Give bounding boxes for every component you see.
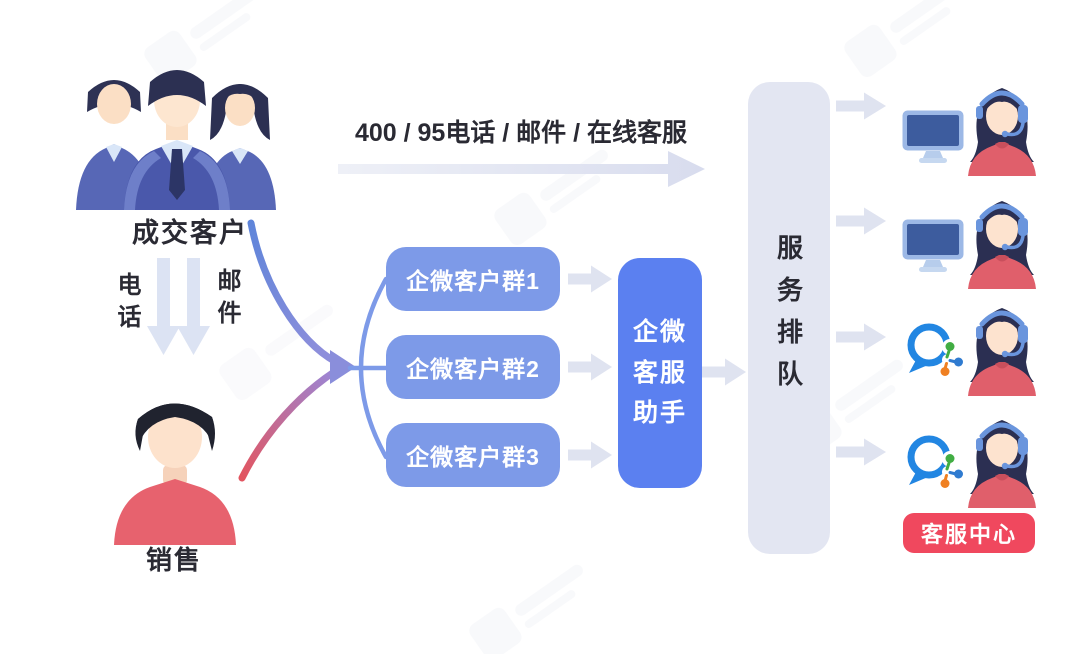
queue-arrow-4 xyxy=(836,438,886,466)
group3-arrow xyxy=(568,441,612,469)
group-box-1-label: 企微客户群1 xyxy=(406,268,540,294)
merge-curve-red xyxy=(238,368,338,482)
merge-curve-blue xyxy=(247,219,340,366)
agent-avatar xyxy=(968,308,1036,396)
group-box-1: 企微客户群1 xyxy=(386,247,560,311)
agent-avatar xyxy=(968,420,1036,508)
service-center-badge-label: 客服中心 xyxy=(920,522,1017,547)
agent-row-3 xyxy=(900,294,1045,396)
watermark xyxy=(844,0,958,78)
sales-person-illustration xyxy=(114,403,236,545)
queue-arrow-2 xyxy=(836,207,886,235)
channel-arrow xyxy=(338,151,705,187)
monitor-icon xyxy=(902,110,964,163)
queue-arrow-1 xyxy=(836,92,886,120)
group-box-3: 企微客户群3 xyxy=(386,423,560,487)
watermark xyxy=(494,149,608,246)
watermark xyxy=(144,0,258,84)
wecom-icon xyxy=(907,323,967,378)
phone-label: 电话 xyxy=(113,272,140,336)
watermark xyxy=(469,564,583,654)
queue-label: 服务排队 xyxy=(773,234,804,402)
agent-avatar xyxy=(968,88,1036,176)
agent-avatar xyxy=(968,201,1036,289)
agent-row-4 xyxy=(900,406,1045,508)
assistant-box: 企微 客服 助手 xyxy=(618,258,702,488)
queue-box: 服务排队 xyxy=(748,82,830,554)
agent-row-2 xyxy=(900,187,1045,289)
wecom-icon xyxy=(907,435,967,490)
customers-label: 成交客户 xyxy=(132,218,248,248)
queue-arrow-3 xyxy=(836,323,886,351)
business-people-group-illustration xyxy=(76,70,276,210)
merge-arrowhead xyxy=(330,350,356,384)
agent-row-1 xyxy=(900,74,1045,176)
mail-arrow xyxy=(177,258,210,355)
group1-arrow xyxy=(568,265,612,293)
mail-label: 邮件 xyxy=(213,268,240,332)
assistant-label: 企微 客服 助手 xyxy=(632,318,687,428)
monitor-icon xyxy=(902,219,964,272)
assistant-to-queue-arrow xyxy=(702,358,746,386)
phone-arrow xyxy=(147,258,180,355)
group-box-2: 企微客户群2 xyxy=(386,335,560,399)
group2-arrow xyxy=(568,353,612,381)
sales-label: 销售 xyxy=(145,545,202,575)
service-center-badge: 客服中心 xyxy=(903,513,1035,553)
channel-arrow-label: 400 / 95电话 / 邮件 / 在线客服 xyxy=(354,119,688,147)
group-box-2-label: 企微客户群2 xyxy=(406,356,540,382)
group-box-3-label: 企微客户群3 xyxy=(406,444,540,470)
